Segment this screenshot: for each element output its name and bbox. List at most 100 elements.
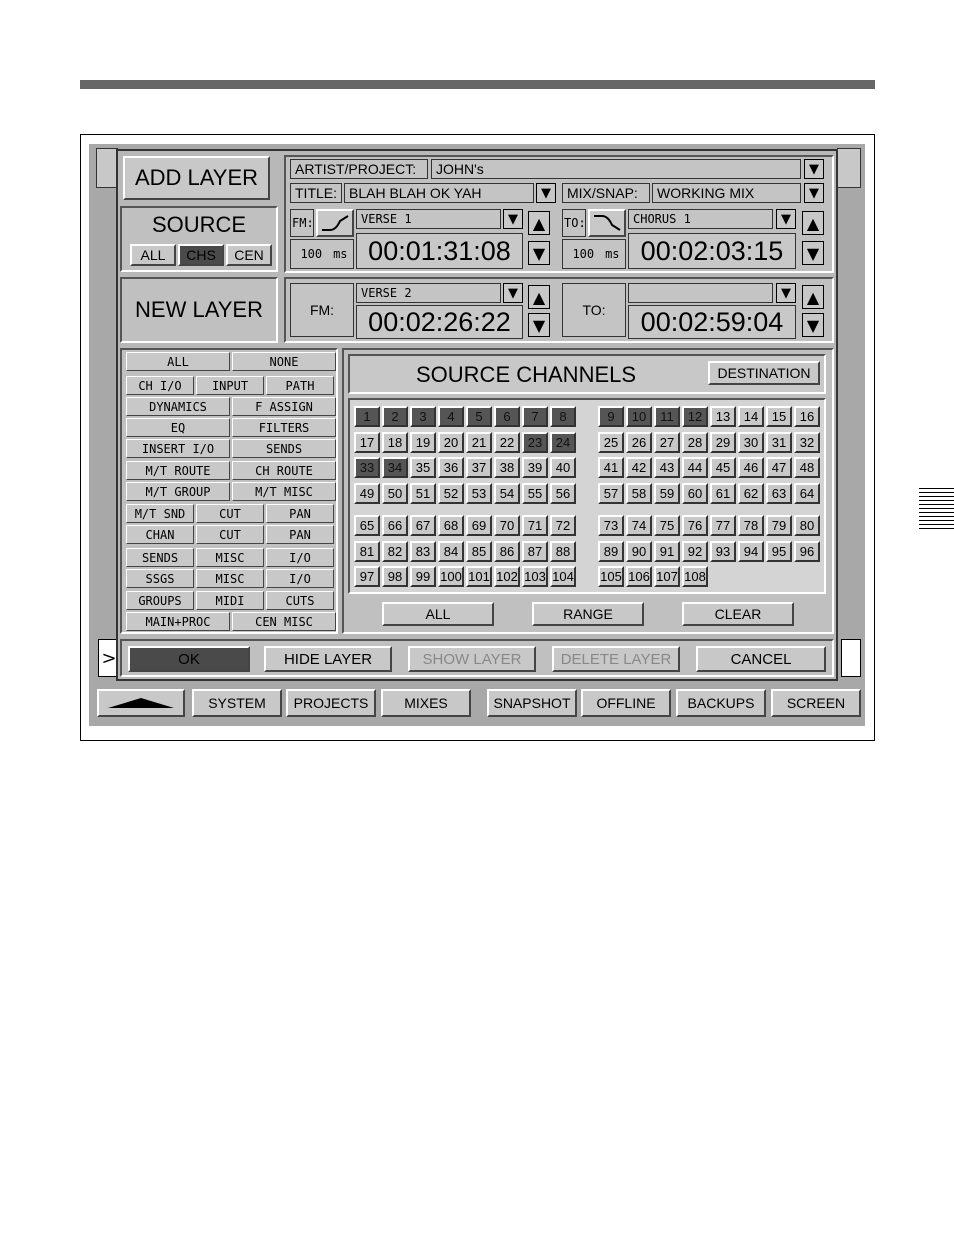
channel-button-76[interactable]: 76 xyxy=(682,515,708,536)
param-mt-misc-button[interactable]: M/T MISC xyxy=(232,482,336,501)
channel-button-9[interactable]: 9 xyxy=(598,406,624,427)
channel-button-53[interactable]: 53 xyxy=(466,482,492,504)
channel-button-73[interactable]: 73 xyxy=(598,515,624,536)
channel-button-99[interactable]: 99 xyxy=(410,566,436,587)
channel-button-33[interactable]: 33 xyxy=(354,457,380,478)
channel-button-85[interactable]: 85 xyxy=(466,540,492,562)
param-input-button[interactable]: INPUT xyxy=(196,376,264,395)
channel-button-64[interactable]: 64 xyxy=(794,482,820,504)
from-mark-field[interactable]: VERSE 1 xyxy=(356,209,501,229)
channel-button-19[interactable]: 19 xyxy=(410,431,436,453)
channel-button-7[interactable]: 7 xyxy=(522,406,548,427)
channel-button-88[interactable]: 88 xyxy=(550,540,576,562)
channel-button-55[interactable]: 55 xyxy=(522,482,548,504)
fade-in-curve-icon[interactable] xyxy=(316,209,354,237)
show-layer-button[interactable]: SHOW LAYER xyxy=(408,646,536,672)
channel-button-27[interactable]: 27 xyxy=(654,431,680,453)
channel-button-101[interactable]: 101 xyxy=(466,566,492,587)
add-layer-button[interactable]: ADD LAYER xyxy=(123,156,270,200)
channels-range-button[interactable]: RANGE xyxy=(532,602,644,626)
channel-button-47[interactable]: 47 xyxy=(766,457,792,478)
backups-button[interactable]: BACKUPS xyxy=(676,689,766,717)
channels-all-button[interactable]: ALL xyxy=(382,602,494,626)
param-groups-button[interactable]: GROUPS xyxy=(126,591,194,610)
param-cuts-button[interactable]: CUTS xyxy=(266,591,334,610)
source-cen-button[interactable]: CEN xyxy=(226,244,272,266)
new-from-mark-field[interactable]: VERSE 2 xyxy=(356,283,501,303)
screen-button[interactable]: SCREEN xyxy=(771,689,861,717)
channel-button-24[interactable]: 24 xyxy=(550,431,576,453)
artist-project-field[interactable]: JOHN's xyxy=(431,159,801,179)
channel-button-59[interactable]: 59 xyxy=(654,482,680,504)
channel-button-74[interactable]: 74 xyxy=(626,515,652,536)
channel-button-67[interactable]: 67 xyxy=(410,515,436,536)
channel-button-10[interactable]: 10 xyxy=(626,406,652,427)
channel-button-1[interactable]: 1 xyxy=(354,406,380,427)
to-mark-field[interactable]: CHORUS 1 xyxy=(628,209,773,229)
param-io2-button[interactable]: I/O xyxy=(266,569,334,588)
channel-button-39[interactable]: 39 xyxy=(522,457,548,478)
new-to-timecode[interactable]: 00:02:59:04 xyxy=(628,305,796,339)
param-cut2-button[interactable]: CUT xyxy=(196,525,264,544)
channel-button-25[interactable]: 25 xyxy=(598,431,624,453)
projects-button[interactable]: PROJECTS xyxy=(286,689,376,717)
param-pan1-button[interactable]: PAN xyxy=(266,504,334,523)
channel-button-49[interactable]: 49 xyxy=(354,482,380,504)
title-dropdown-icon[interactable]: ▼ xyxy=(536,183,556,203)
channel-button-104[interactable]: 104 xyxy=(550,566,576,587)
channel-button-6[interactable]: 6 xyxy=(494,406,520,427)
channel-button-56[interactable]: 56 xyxy=(550,482,576,504)
channel-button-23[interactable]: 23 xyxy=(522,431,548,453)
snapshot-button[interactable]: SNAPSHOT xyxy=(487,689,577,717)
channel-button-50[interactable]: 50 xyxy=(382,482,408,504)
channel-button-34[interactable]: 34 xyxy=(382,457,408,478)
channel-button-13[interactable]: 13 xyxy=(710,406,736,427)
channel-button-65[interactable]: 65 xyxy=(354,515,380,536)
channel-button-38[interactable]: 38 xyxy=(494,457,520,478)
channel-button-63[interactable]: 63 xyxy=(766,482,792,504)
channel-button-42[interactable]: 42 xyxy=(626,457,652,478)
new-from-up-arrow-icon[interactable]: ▲ xyxy=(528,285,550,309)
channel-button-95[interactable]: 95 xyxy=(766,540,792,562)
artist-project-dropdown-icon[interactable]: ▼ xyxy=(804,159,824,179)
title-field[interactable]: BLAH BLAH OK YAH xyxy=(344,183,534,203)
channel-button-97[interactable]: 97 xyxy=(354,566,380,587)
param-mt-snd-button[interactable]: M/T SND xyxy=(126,504,194,523)
param-pan2-button[interactable]: PAN xyxy=(266,525,334,544)
channel-button-51[interactable]: 51 xyxy=(410,482,436,504)
channel-button-79[interactable]: 79 xyxy=(766,515,792,536)
channel-button-78[interactable]: 78 xyxy=(738,515,764,536)
channel-button-40[interactable]: 40 xyxy=(550,457,576,478)
param-path-button[interactable]: PATH xyxy=(266,376,334,395)
channel-button-32[interactable]: 32 xyxy=(794,431,820,453)
channel-button-16[interactable]: 16 xyxy=(794,406,820,427)
new-from-dropdown-icon[interactable]: ▼ xyxy=(503,283,523,303)
offline-button[interactable]: OFFLINE xyxy=(581,689,671,717)
new-from-down-arrow-icon[interactable]: ▼ xyxy=(528,313,550,337)
channel-button-54[interactable]: 54 xyxy=(494,482,520,504)
param-sends-button[interactable]: SENDS xyxy=(232,439,336,458)
channel-button-15[interactable]: 15 xyxy=(766,406,792,427)
channel-button-93[interactable]: 93 xyxy=(710,540,736,562)
channel-button-102[interactable]: 102 xyxy=(494,566,520,587)
cancel-button[interactable]: CANCEL xyxy=(696,646,826,672)
channel-button-14[interactable]: 14 xyxy=(738,406,764,427)
channel-button-60[interactable]: 60 xyxy=(682,482,708,504)
channel-button-28[interactable]: 28 xyxy=(682,431,708,453)
channel-button-82[interactable]: 82 xyxy=(382,540,408,562)
delete-layer-button[interactable]: DELETE LAYER xyxy=(552,646,680,672)
param-cen-misc-button[interactable]: CEN MISC xyxy=(232,612,336,631)
destination-button[interactable]: DESTINATION xyxy=(708,361,820,385)
param-misc1-button[interactable]: MISC xyxy=(196,548,264,567)
channel-button-52[interactable]: 52 xyxy=(438,482,464,504)
source-chs-button[interactable]: CHS xyxy=(178,244,224,266)
param-none-button[interactable]: NONE xyxy=(232,352,336,371)
channel-button-90[interactable]: 90 xyxy=(626,540,652,562)
channel-button-45[interactable]: 45 xyxy=(710,457,736,478)
channel-button-96[interactable]: 96 xyxy=(794,540,820,562)
channel-button-22[interactable]: 22 xyxy=(494,431,520,453)
param-ch-route-button[interactable]: CH ROUTE xyxy=(232,461,336,480)
channel-button-5[interactable]: 5 xyxy=(466,406,492,427)
